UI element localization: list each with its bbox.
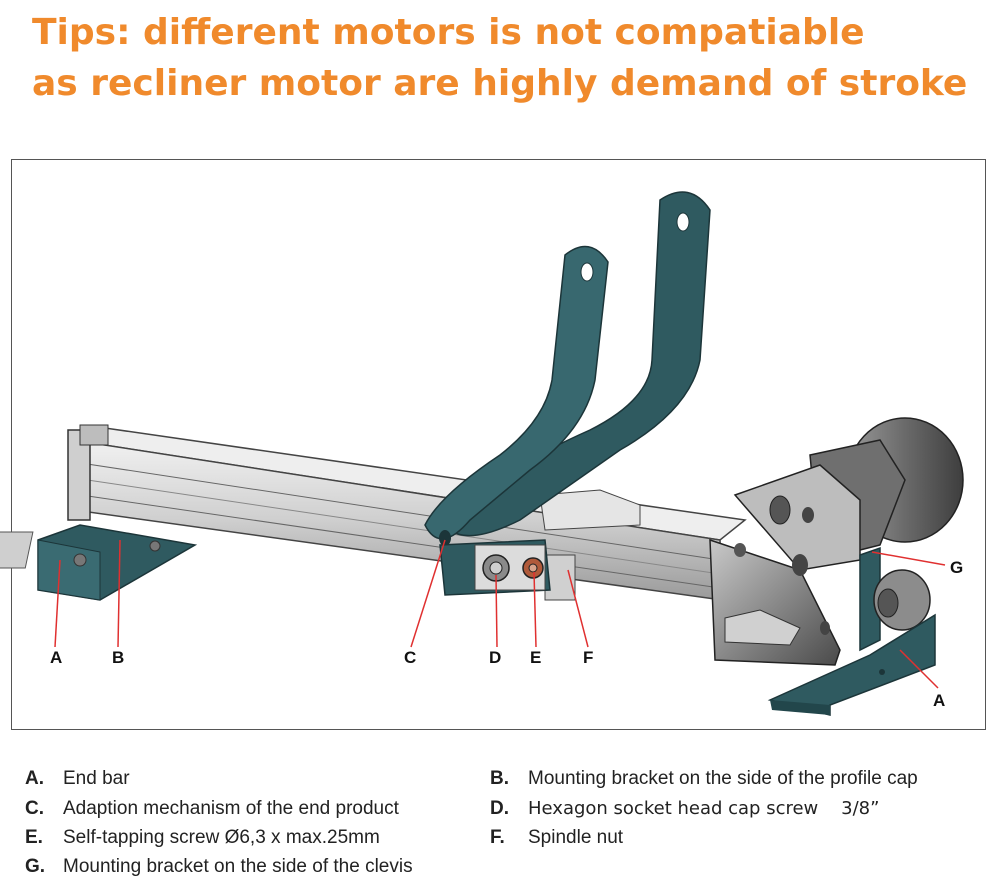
adaption-mechanism-arms [424,191,711,546]
legend-key: B. [490,768,509,789]
legend-item-g: G. Mounting bracket on the side of the cl… [25,856,413,878]
legend-text: Hexagon socket head cap screw 3/8” [528,798,880,819]
callout-a-right: A [933,691,945,710]
tip-title-line-1: Tips: different motors is not compatiabl… [32,12,865,53]
legend-key: F. [490,827,505,848]
legend-item-d: D. Hexagon socket head cap screw 3/8” [490,798,879,820]
legend-text: Mounting bracket on the side of the clev… [63,856,413,877]
leader-line-b [117,539,121,648]
tip-title-line-2: as recliner motor are highly demand of s… [32,63,968,104]
legend-key: C. [25,798,44,819]
left-end-bracket [0,524,198,601]
legend-key: G. [25,856,46,877]
callout-f: F [583,648,593,667]
leader-line-a-left [54,559,61,648]
legend-text: Spindle nut [528,827,624,848]
callout-e: E [530,648,541,667]
callout-g: G [950,558,963,577]
right-clevis-bracket [767,546,936,716]
callout-d: D [489,648,501,667]
legend-key: A. [25,768,44,789]
leader-line-c [410,539,446,648]
legend-item-f: F. Spindle nut [490,827,623,849]
legend-item-b: B. Mounting bracket on the side of the pr… [490,768,918,790]
callout-b: B [112,648,124,667]
leader-lines [54,539,946,689]
legend-item-e: E. Self-tapping screw Ø6,3 x max.25mm [25,827,380,849]
legend-key: E. [25,827,43,848]
leader-line-f [567,569,589,648]
leader-line-d [495,574,498,648]
legend-item-c: C. Adaption mechanism of the end product [25,798,399,820]
leader-line-g [871,551,946,566]
legend-text: Self-tapping screw Ø6,3 x max.25mm [63,827,380,848]
callout-a-left: A [50,648,62,667]
leader-line-a-right [899,649,939,689]
motor-housing [709,417,964,666]
leader-line-e [533,571,537,648]
legend-text: Mounting bracket on the side of the prof… [528,768,918,789]
legend-text: End bar [63,768,130,789]
legend-key: D. [490,798,509,819]
profile-rail [67,424,747,601]
legend-item-a: A. End bar [25,768,130,790]
legend-text: Adaption mechanism of the end product [63,798,399,819]
front-clamp-plate [439,539,551,596]
callout-c: C [404,648,416,667]
